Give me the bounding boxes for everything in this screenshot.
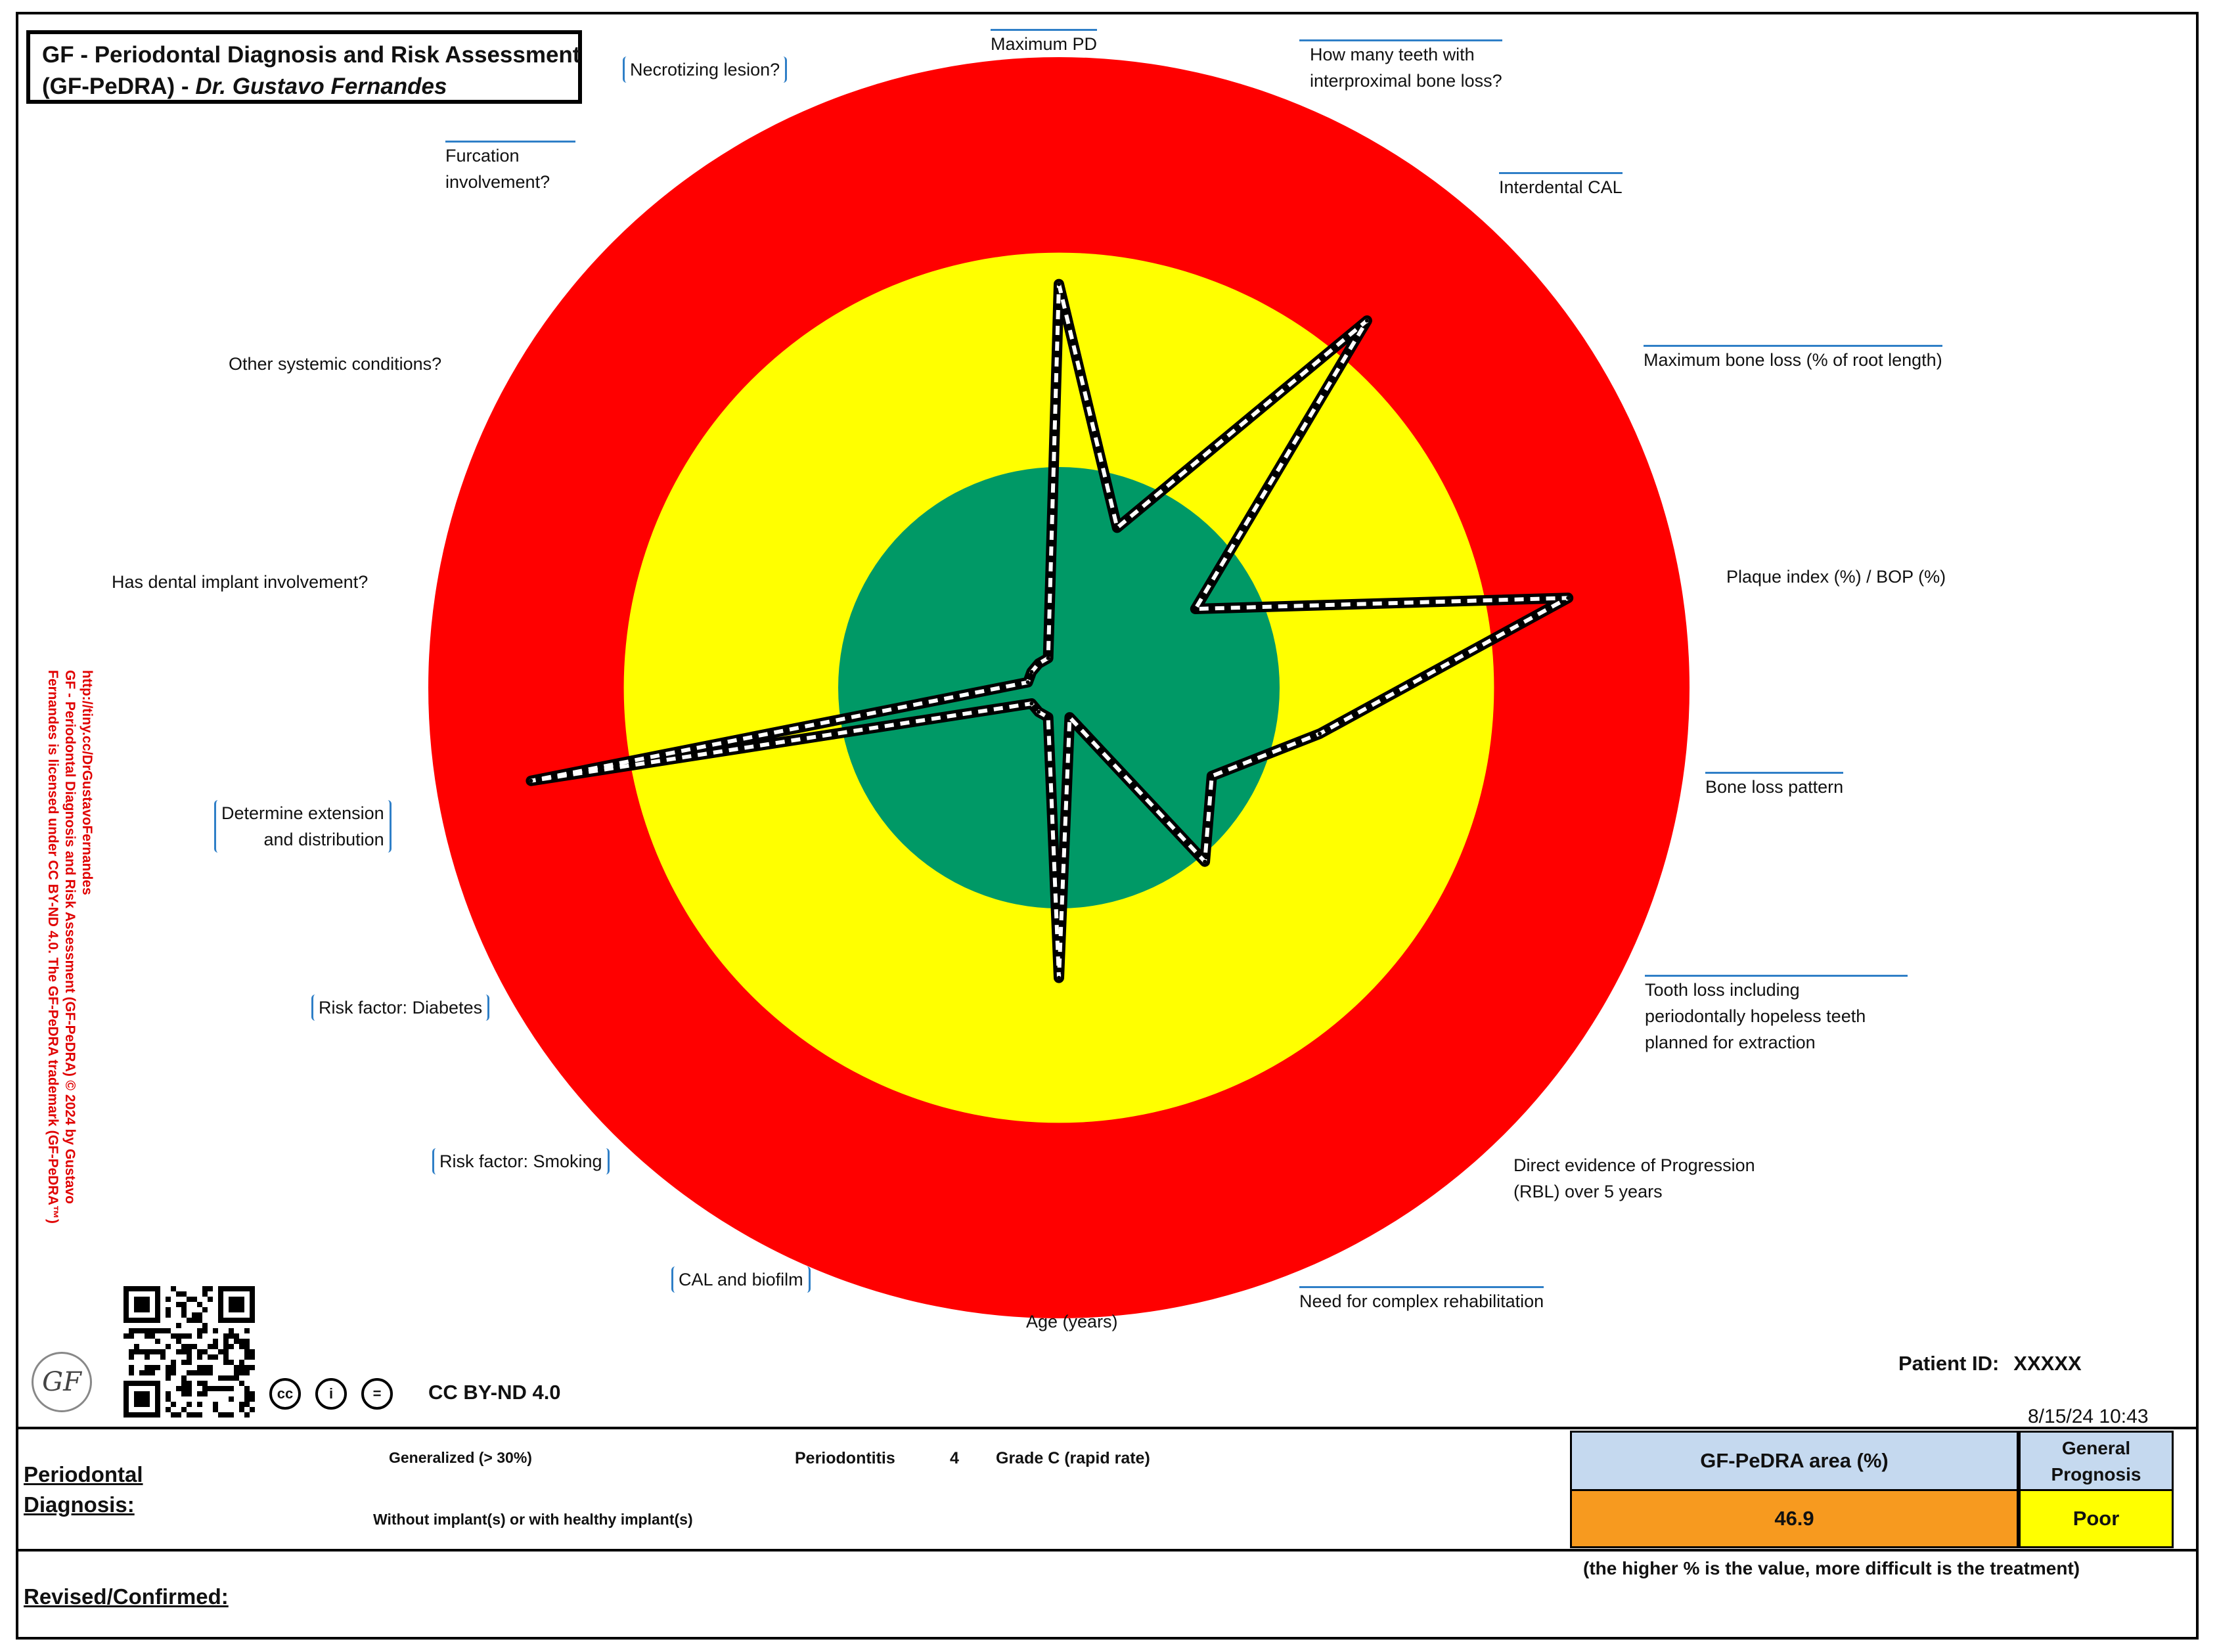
license-line-2: GF - Periodontal Diagnosis and Risk Asse… — [62, 670, 78, 1204]
license-sidebar: http://tiny.cc/DrGustavoFernandes GF - P… — [33, 670, 105, 1301]
zone-green — [838, 467, 1280, 908]
axis-label-plaque-index: Plaque index (%) / BOP (%) — [1726, 567, 1946, 587]
axis-label-progression: Direct evidence of Progression (RBL) ove… — [1513, 1155, 1755, 1201]
axis-label-teeth-bone-loss: How many teeth with interproximal bone l… — [1299, 39, 1502, 94]
diagnosis-grade: Grade C (rapid rate) — [996, 1449, 1150, 1467]
revised-confirmed-label: Revised/Confirmed: — [24, 1584, 229, 1609]
diagnosis-implant: Without implant(s) or with healthy impla… — [373, 1511, 693, 1528]
qr-code[interactable] — [123, 1286, 255, 1418]
data-point-2 — [1364, 319, 1369, 323]
data-point-12 — [1029, 702, 1034, 705]
data-point-3 — [1193, 607, 1198, 611]
license-line-3: Fernandes is licensed under CC BY-ND 4.0… — [45, 670, 60, 1224]
data-point-6 — [1209, 774, 1214, 778]
patient-id-label: Patient ID: — [1898, 1352, 2000, 1375]
data-point-11 — [1037, 709, 1041, 714]
data-point-17 — [1046, 656, 1050, 660]
diagnosis-label-line1: Periodontal — [24, 1462, 143, 1486]
axis-label-diabetes: Risk factor: Diabetes — [311, 994, 490, 1021]
page-frame — [16, 12, 2199, 1640]
divider-middle — [17, 1549, 2197, 1552]
data-point-16 — [1037, 661, 1041, 666]
data-point-1 — [1115, 525, 1119, 530]
axis-label-maximum-bone-loss: Maximum bone loss (% of root length) — [1644, 345, 1942, 373]
divider-top — [17, 1427, 2197, 1429]
axis-label-smoking: Risk factor: Smoking — [432, 1148, 610, 1174]
axis-label-extension-distribution: Determine extension and distribution — [214, 800, 392, 853]
diagnosis-stage: 4 — [950, 1449, 959, 1467]
license-link[interactable]: http://tiny.cc/DrGustavoFernandes — [79, 670, 95, 895]
license-name: CC BY-ND 4.0 — [428, 1381, 561, 1404]
data-point-7 — [1203, 859, 1207, 864]
by-attribution-icon: i — [315, 1378, 347, 1410]
author-name: Dr. Gustavo Fernandes — [195, 74, 447, 99]
prognosis-header-line1: General — [2061, 1438, 2131, 1458]
axis-label-tooth-loss: Tooth loss including periodontally hopel… — [1645, 975, 1908, 1056]
prognosis-header: General Prognosis — [2019, 1431, 2174, 1491]
axis-label-implant-involvement: Has dental implant involvement? — [112, 572, 369, 592]
prognosis-header-line2: Prognosis — [2051, 1464, 2141, 1485]
patient-id: Patient ID: XXXXX — [1898, 1352, 2082, 1375]
cc-icons: cc i = — [269, 1378, 393, 1410]
diagnosis-extent: Generalized (> 30%) — [389, 1449, 532, 1466]
area-header: GF-PeDRA area (%) — [1570, 1431, 2019, 1491]
axis-label-maximum-pd: Maximum PD — [991, 29, 1098, 57]
area-note: (the higher % is the value, more difficu… — [1583, 1558, 2080, 1578]
data-point-8 — [1067, 715, 1072, 720]
axis-label-interdental-cal: Interdental CAL — [1499, 172, 1623, 200]
area-value: 46.9 — [1570, 1489, 2019, 1548]
cc-icon: cc — [269, 1378, 301, 1410]
data-point-0 — [1057, 282, 1061, 286]
title-box: GF - Periodontal Diagnosis and Risk Asse… — [26, 30, 582, 104]
axis-label-age: Age (years) — [1026, 1312, 1118, 1331]
gf-logo: GF — [32, 1352, 92, 1412]
chart-title: GF - Periodontal Diagnosis and Risk Asse… — [42, 42, 581, 68]
prognosis-value: Poor — [2019, 1489, 2174, 1548]
data-point-14 — [1025, 680, 1030, 684]
patient-id-value: XXXXX — [2013, 1352, 2082, 1375]
data-point-4 — [1566, 596, 1571, 600]
data-point-5 — [1318, 732, 1322, 736]
diagnosis-label: Periodontal Diagnosis: — [24, 1460, 143, 1520]
data-point-15 — [1029, 670, 1034, 674]
subtitle-prefix: (GF-PeDRA) - — [42, 74, 196, 99]
diagnosis-label-line2: Diagnosis: — [24, 1492, 135, 1517]
axis-label-cal-biofilm: CAL and biofilm — [671, 1266, 811, 1293]
license-text-rotated: http://tiny.cc/DrGustavoFernandes GF - P… — [44, 670, 95, 1301]
report-datetime: 8/15/24 10:43 — [2028, 1406, 2149, 1427]
axis-label-systemic-conditions: Other systemic conditions? — [229, 354, 442, 374]
data-point-10 — [1046, 715, 1050, 720]
no-derivatives-icon: = — [361, 1378, 393, 1410]
chart-subtitle: (GF-PeDRA) - Dr. Gustavo Fernandes — [42, 71, 566, 102]
axis-label-complex-rehabilitation: Need for complex rehabilitation — [1299, 1286, 1544, 1314]
axis-label-bone-loss-pattern: Bone loss pattern — [1705, 772, 1844, 800]
axis-label-furcation: Furcation involvement? — [445, 141, 575, 195]
axis-label-necrotizing: Necrotizing lesion? — [623, 56, 788, 83]
data-point-9 — [1057, 975, 1061, 980]
diagnosis-type: Periodontitis — [795, 1449, 895, 1467]
data-point-13 — [529, 778, 533, 783]
